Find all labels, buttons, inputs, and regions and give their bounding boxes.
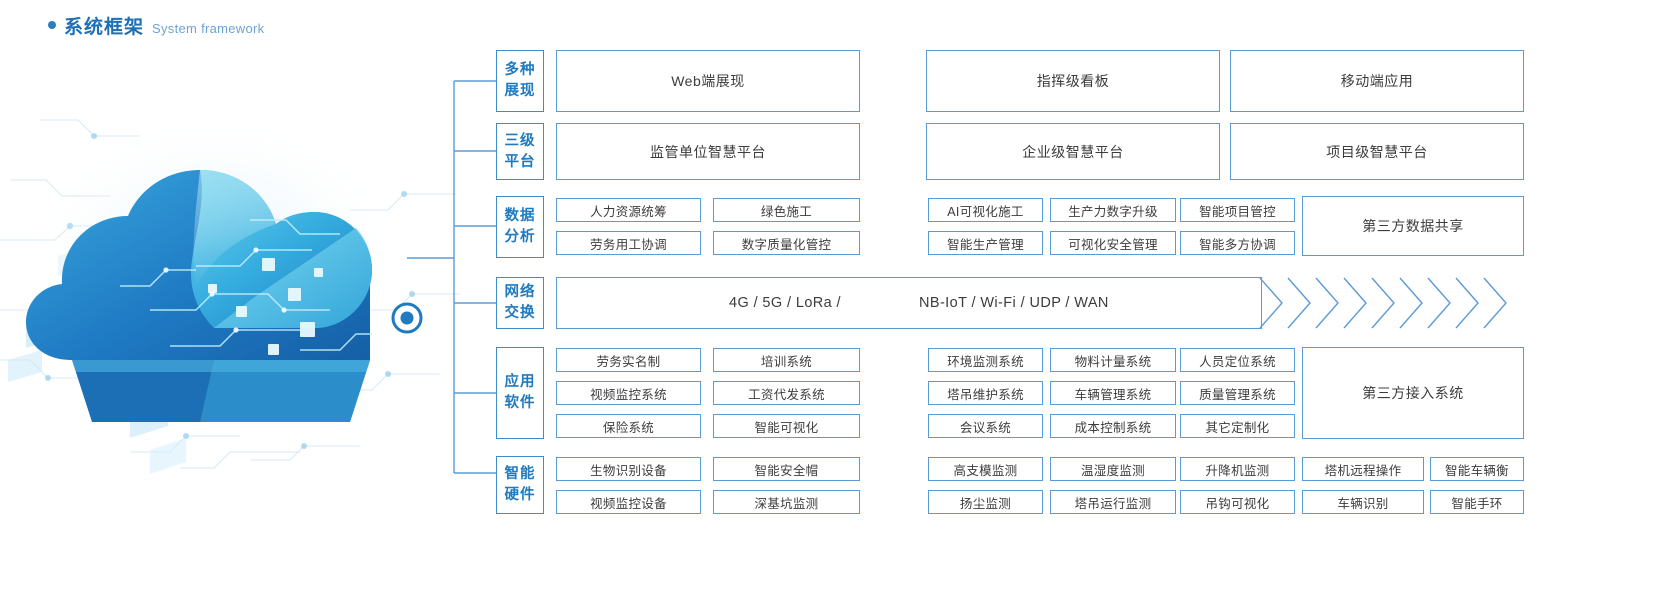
dot-icon [48,21,56,29]
cell-labor-realname[interactable]: 劳务实名制 [556,348,701,372]
row-label-line: 网络 [504,284,536,300]
box-command-dashboard[interactable]: 指挥级看板 [926,50,1220,112]
cell-material-metering-system[interactable]: 物料计量系统 [1050,348,1176,372]
row-label-line: 多种 [504,62,536,78]
cell-environment-monitor-system[interactable]: 环境监测系统 [928,348,1043,372]
cloud-network-illustration [0,60,470,490]
cell-training-system[interactable]: 培训系统 [713,348,860,372]
page-header: 系统框架 System framework [48,12,264,39]
row-label-display: 多种 展现 [496,50,544,112]
cell-smart-multiparty-coord[interactable]: 智能多方协调 [1180,231,1295,255]
network-text-cellular: 4G / 5G / LoRa / [729,295,841,311]
box-third-party-access-system[interactable]: 第三方接入系统 [1302,347,1524,439]
cell-vehicle-recognition[interactable]: 车辆识别 [1302,490,1424,514]
cell-smart-project-control[interactable]: 智能项目管控 [1180,198,1295,222]
box-mobile-app[interactable]: 移动端应用 [1230,50,1524,112]
row-label-smart-hardware: 智能 硬件 [496,456,544,514]
row-label-platform: 三级 平台 [496,123,544,180]
cell-payroll-system[interactable]: 工资代发系统 [713,381,860,405]
row-label-line: 平台 [504,153,536,170]
cell-smart-bracelet[interactable]: 智能手环 [1430,490,1524,514]
box-third-party-data-sharing[interactable]: 第三方数据共享 [1302,196,1524,256]
row-label-network: 网络 交换 [496,277,544,329]
cell-temp-humidity-monitor[interactable]: 温湿度监测 [1050,457,1176,481]
cell-quality-management-system[interactable]: 质量管理系统 [1180,381,1295,405]
row-label-line: 展现 [504,83,536,99]
cell-insurance-system[interactable]: 保险系统 [556,414,701,438]
cell-meeting-system[interactable]: 会议系统 [928,414,1043,438]
box-web-display[interactable]: Web端展现 [556,50,860,112]
cell-smart-production-mgmt[interactable]: 智能生产管理 [928,231,1043,255]
cell-video-monitor-device[interactable]: 视频监控设备 [556,490,701,514]
cell-smart-visualization[interactable]: 智能可视化 [713,414,860,438]
cell-elevator-monitor[interactable]: 升降机监测 [1180,457,1295,481]
cell-ai-visual-construction[interactable]: AI可视化施工 [928,198,1043,222]
cell-digital-quality-control[interactable]: 数字质量化管控 [713,231,860,255]
box-enterprise-platform[interactable]: 企业级智慧平台 [926,123,1220,180]
row-label-line: 交换 [504,305,536,321]
cell-hr-planning[interactable]: 人力资源统筹 [556,198,701,222]
cell-biometric-device[interactable]: 生物识别设备 [556,457,701,481]
cell-deep-foundation-monitor[interactable]: 深基坑监测 [713,490,860,514]
cell-high-formwork-monitor[interactable]: 高支模监测 [928,457,1043,481]
row-label-line: 硬件 [504,487,536,503]
row-label-data-analysis: 数据 分析 [496,196,544,258]
cell-smart-helmet[interactable]: 智能安全帽 [713,457,860,481]
row-label-line: 软件 [504,395,536,411]
row-label-line: 三级 [504,132,536,149]
row-label-line: 数据 [504,208,536,224]
box-supervision-platform[interactable]: 监管单位智慧平台 [556,123,860,180]
cell-productivity-upgrade[interactable]: 生产力数字升级 [1050,198,1176,222]
cell-crane-remote-operation[interactable]: 塔机远程操作 [1302,457,1424,481]
cell-vehicle-management-system[interactable]: 车辆管理系统 [1050,381,1176,405]
box-project-platform[interactable]: 项目级智慧平台 [1230,123,1524,180]
cell-other-customization[interactable]: 其它定制化 [1180,414,1295,438]
page-subtitle: System framework [152,21,265,36]
page-title: 系统框架 [64,17,145,38]
cell-crane-operation-monitor[interactable]: 塔吊运行监测 [1050,490,1176,514]
row-label-line: 分析 [504,229,536,245]
row-label-line: 应用 [504,374,536,390]
cell-crane-maintenance-system[interactable]: 塔吊维护系统 [928,381,1043,405]
cell-labor-coordination[interactable]: 劳务用工协调 [556,231,701,255]
cell-smart-truck-scale[interactable]: 智能车辆衡 [1430,457,1524,481]
row-label-line: 智能 [504,466,536,482]
tree-connector [400,45,510,525]
cell-hook-visualization[interactable]: 吊钩可视化 [1180,490,1295,514]
network-text-iot: NB-IoT / Wi-Fi / UDP / WAN [919,295,1109,311]
cell-visual-safety-mgmt[interactable]: 可视化安全管理 [1050,231,1176,255]
cell-dust-monitor[interactable]: 扬尘监测 [928,490,1043,514]
network-exchange-bar[interactable]: 4G / 5G / LoRa / NB-IoT / Wi-Fi / UDP / … [556,277,1262,329]
cell-cost-control-system[interactable]: 成本控制系统 [1050,414,1176,438]
cell-video-monitor-system[interactable]: 视频监控系统 [556,381,701,405]
row-label-app-software: 应用 软件 [496,347,544,439]
cell-personnel-positioning-system[interactable]: 人员定位系统 [1180,348,1295,372]
network-flow-arrows [1258,277,1528,329]
cell-green-construction[interactable]: 绿色施工 [713,198,860,222]
